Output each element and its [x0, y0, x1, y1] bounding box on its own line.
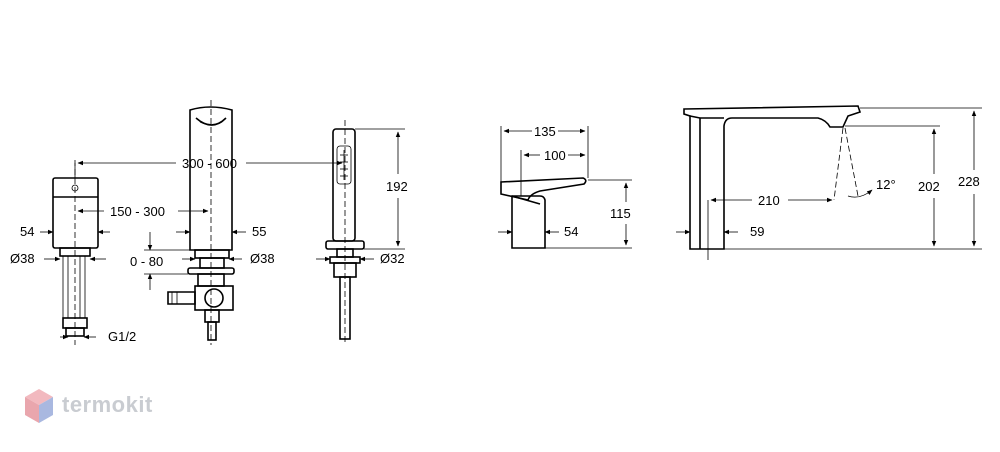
left-control-body	[52, 160, 99, 345]
dim-38-mid: Ø38	[250, 251, 275, 266]
basin-spout-dimensions: 210 12° 202 228 59	[676, 107, 982, 260]
left-control-dimensions: 54 Ø38 G1/2	[10, 224, 136, 344]
dim-135: 135	[534, 124, 556, 139]
dim-202: 202	[918, 179, 940, 194]
hand-shower-dimensions: 192 Ø32	[316, 128, 408, 266]
dim-55: 55	[252, 224, 266, 239]
dim-32: Ø32	[380, 251, 405, 266]
dim-0-80: 0 - 80	[130, 254, 163, 269]
dim-210: 210	[758, 193, 780, 208]
lever-mixer-dimensions: 135 100 115 54	[498, 124, 632, 249]
dim-300-600: 300 - 600	[182, 156, 237, 171]
dim-54-right: 54	[564, 224, 578, 239]
termokit-logo-icon	[25, 389, 53, 423]
dim-59: 59	[750, 224, 764, 239]
dim-12deg: 12°	[876, 177, 896, 192]
tall-spout-body	[167, 100, 235, 345]
dim-150-300: 150 - 300	[110, 204, 165, 219]
dim-g12: G1/2	[108, 329, 136, 344]
tall-spout-dimensions: 300 - 600 150 - 300 55 0 - 80 Ø38	[74, 156, 343, 290]
dim-100: 100	[544, 148, 566, 163]
dim-192: 192	[386, 179, 408, 194]
dim-228: 228	[958, 174, 980, 189]
dim-38-left: Ø38	[10, 251, 35, 266]
dim-54-left: 54	[20, 224, 34, 239]
hand-shower-body	[325, 120, 365, 345]
basin-spout-body	[683, 105, 873, 250]
termokit-logo-text: termokit	[62, 392, 153, 417]
dim-115: 115	[610, 206, 631, 221]
